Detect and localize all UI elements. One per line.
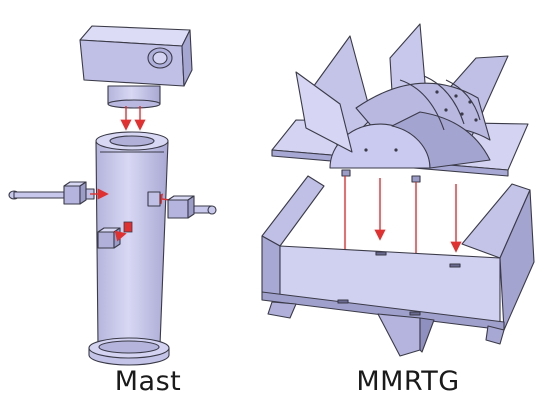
mast-caption: Mast xyxy=(114,366,182,397)
mast-neck xyxy=(107,85,161,109)
mmrtg-assembly xyxy=(261,23,535,357)
mast-assembly xyxy=(8,25,217,366)
mmrtg-cradle xyxy=(261,175,535,357)
mmrtg-drum xyxy=(329,75,491,169)
mast-camera-head xyxy=(79,25,193,87)
mast-lower-clamp xyxy=(97,221,133,249)
mmrtg-fin-front-left xyxy=(295,71,353,153)
mast-left-pin xyxy=(8,181,109,205)
mast-mount-marker xyxy=(123,221,133,233)
mast-right-pin xyxy=(147,191,217,219)
mmrtg-caption: MMRTG xyxy=(356,366,460,397)
